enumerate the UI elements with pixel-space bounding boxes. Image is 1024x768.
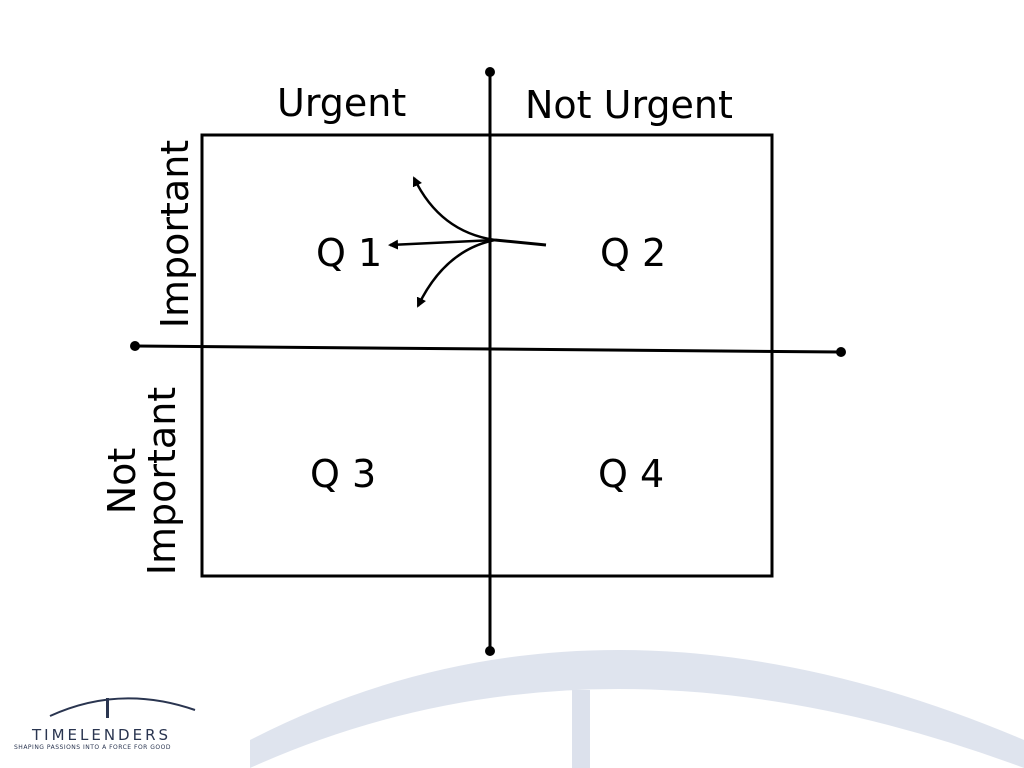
logo-mark (49, 697, 196, 718)
horizontal-axis (134, 344, 842, 354)
column-label-not-urgent: Not Urgent (525, 83, 733, 127)
quadrant-q2-label: Q 2 (600, 231, 667, 275)
matrix-box (200, 133, 774, 578)
arrow-origin-stem (494, 238, 547, 247)
background-arc (250, 650, 1024, 768)
column-label-urgent: Urgent (277, 81, 407, 125)
vertical-axis-bottom-dot (485, 646, 495, 656)
quadrant-q3-label: Q 3 (310, 452, 377, 496)
quadrant-q4-label: Q 4 (598, 452, 665, 496)
arrow-curve-down (416, 238, 496, 308)
logo-tagline: SHAPING PASSIONS INTO A FORCE FOR GOOD (14, 744, 171, 751)
logo-arc (49, 697, 196, 717)
row-label-important: Important (153, 139, 197, 329)
vertical-axis-top-dot (485, 67, 495, 77)
horizontal-axis-left-dot (130, 341, 140, 351)
logo-name: TIMELENDERS (32, 726, 172, 744)
row-label-not-important-line1: Not (100, 447, 144, 515)
arrow-to-q1-label (388, 238, 496, 250)
logo-bar (106, 698, 109, 718)
background-bar (572, 690, 590, 768)
horizontal-axis-right-dot (836, 347, 846, 357)
row-label-not-important: Not Important (100, 365, 193, 597)
quadrant-q1-label: Q 1 (316, 231, 383, 275)
row-label-not-important-line2: Important (139, 386, 184, 576)
arrow-curve-up (412, 176, 496, 242)
